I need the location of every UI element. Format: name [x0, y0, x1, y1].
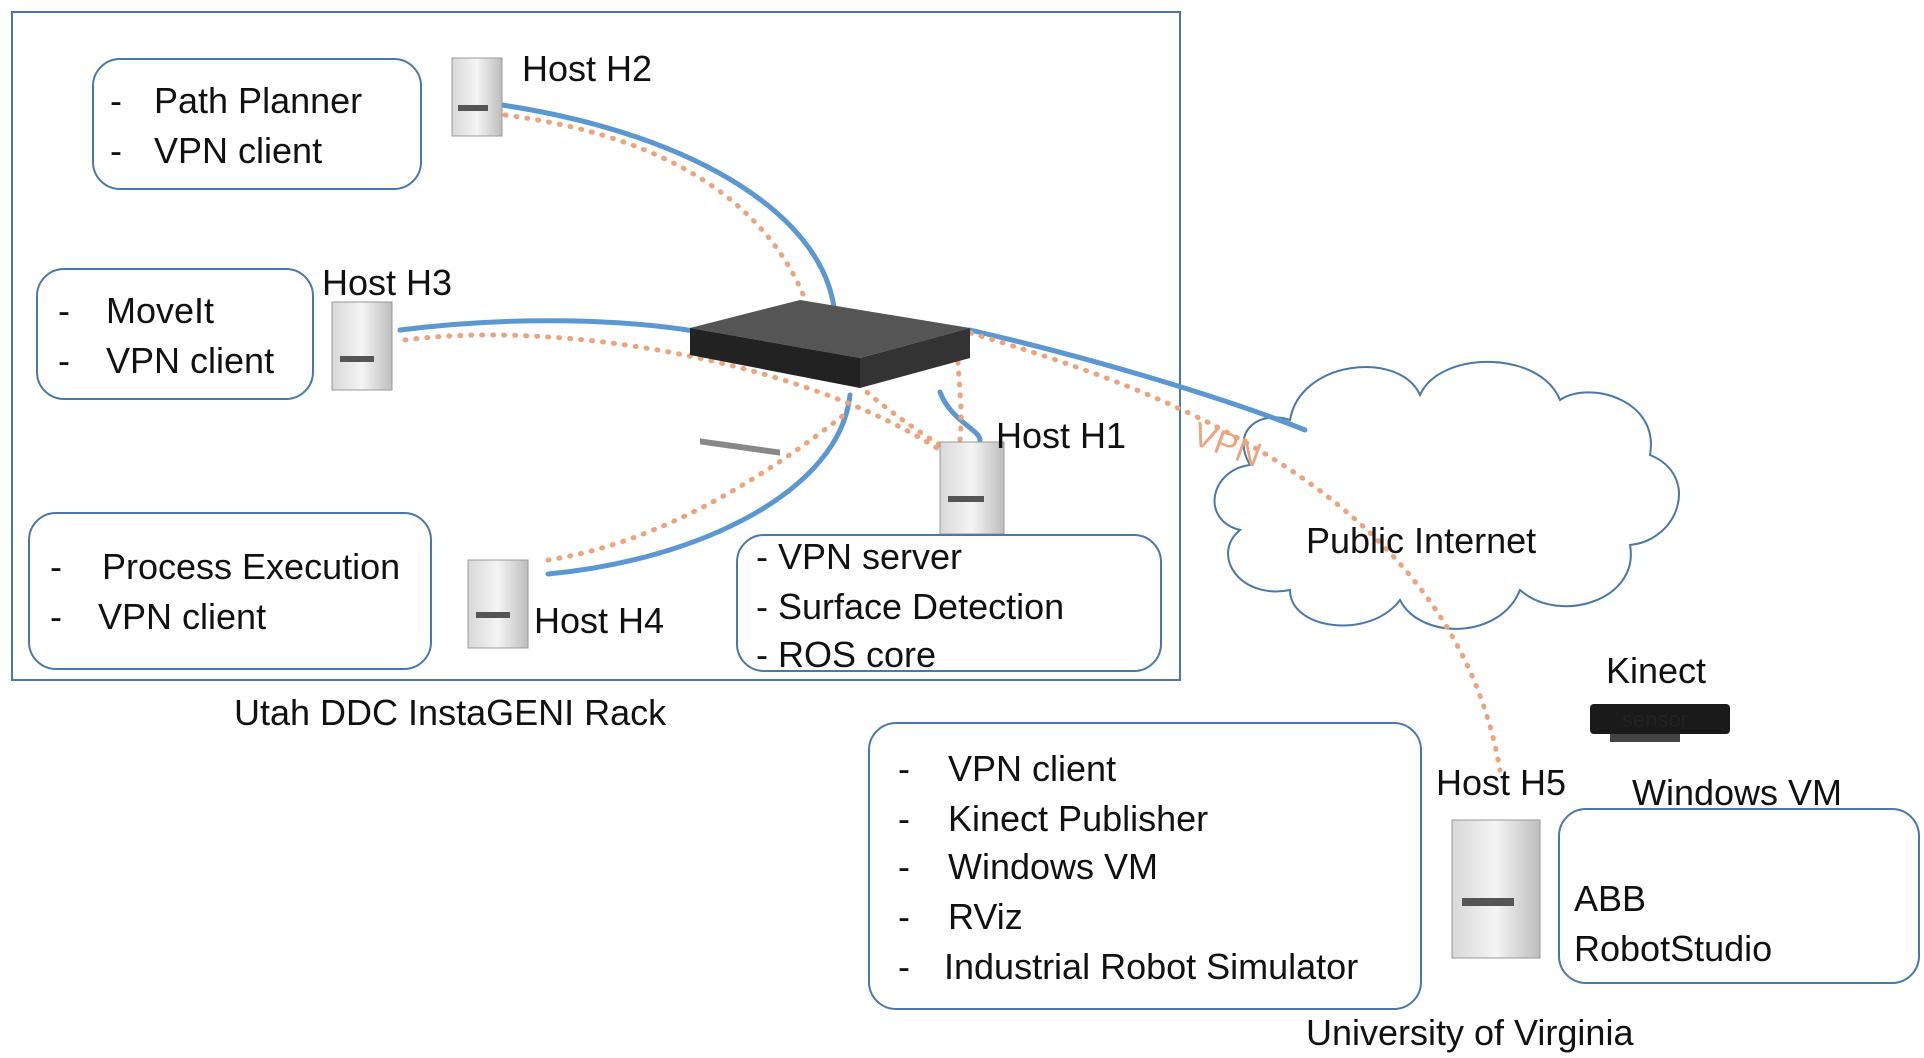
- h5-software-box: - VPN client - Kinect Publisher - Window…: [868, 722, 1422, 1010]
- host-label-h4: Host H4: [534, 600, 665, 641]
- windows-vm-label: Windows VM: [1632, 772, 1843, 813]
- robotstudio-line2: RobotStudio: [1574, 928, 1773, 969]
- host-label-h5: Host H5: [1436, 762, 1567, 803]
- robotstudio-box: ABB RobotStudio: [1558, 808, 1920, 984]
- box-item: Windows VM: [948, 846, 1159, 887]
- server-icon: [939, 441, 1005, 535]
- box-item: Kinect Publisher: [948, 798, 1209, 839]
- server-icon: [451, 57, 503, 137]
- rack-label: Utah DDC InstaGENI Rack: [234, 692, 667, 733]
- cloud-shape: [1213, 360, 1680, 630]
- host-label-h3: Host H3: [322, 262, 453, 303]
- uva-label: University of Virginia: [1306, 1012, 1634, 1053]
- host-label-h2: Host H2: [522, 48, 653, 89]
- box-item: VPN client: [106, 340, 275, 381]
- server-icon: [1451, 819, 1541, 959]
- box-item: Path Planner: [154, 80, 363, 121]
- box-item: VPN client: [98, 596, 267, 637]
- network-switch: [690, 300, 970, 456]
- box-item: - ROS core: [756, 634, 937, 675]
- bullet: -: [898, 846, 910, 887]
- bullet: -: [58, 340, 70, 381]
- server-icon: [467, 559, 529, 649]
- bullet: -: [898, 896, 910, 937]
- host-label-h1: Host H1: [996, 415, 1127, 456]
- box-item: VPN client: [948, 748, 1117, 789]
- bullet: -: [50, 596, 62, 637]
- bullet: -: [898, 798, 910, 839]
- box-item: - Surface Detection: [756, 586, 1065, 627]
- bullet: -: [898, 946, 910, 987]
- bullet: -: [110, 80, 122, 121]
- kinect-device-text: sensor: [1622, 707, 1689, 732]
- vpn-paths: [402, 112, 1503, 773]
- box-item: VPN client: [154, 130, 323, 171]
- cloud-label: Public Internet: [1306, 520, 1537, 561]
- h2-software-box: - Path Planner - VPN client: [92, 58, 422, 190]
- rack-border: [11, 11, 1181, 681]
- box-item: MoveIt: [106, 290, 215, 331]
- server-icon: [331, 301, 393, 391]
- kinect-label: Kinect: [1606, 650, 1707, 691]
- box-item: - VPN server: [756, 536, 963, 577]
- box-item: Industrial Robot Simulator: [944, 946, 1359, 987]
- bullet: -: [50, 546, 62, 587]
- bullet: -: [58, 290, 70, 331]
- robotstudio-line1: ABB: [1574, 878, 1647, 919]
- bullet: -: [110, 130, 122, 171]
- h1-software-box: - VPN server - Surface Detection - ROS c…: [736, 534, 1162, 675]
- kinect-icon: [1590, 704, 1730, 742]
- network-links: [397, 102, 1308, 577]
- box-item: RViz: [948, 896, 1023, 937]
- h3-software-box: - MoveIt - VPN client: [36, 268, 314, 400]
- bullet: -: [898, 748, 910, 789]
- box-item: Process Execution: [102, 546, 401, 587]
- h4-software-box: - Process Execution - VPN client: [28, 512, 432, 670]
